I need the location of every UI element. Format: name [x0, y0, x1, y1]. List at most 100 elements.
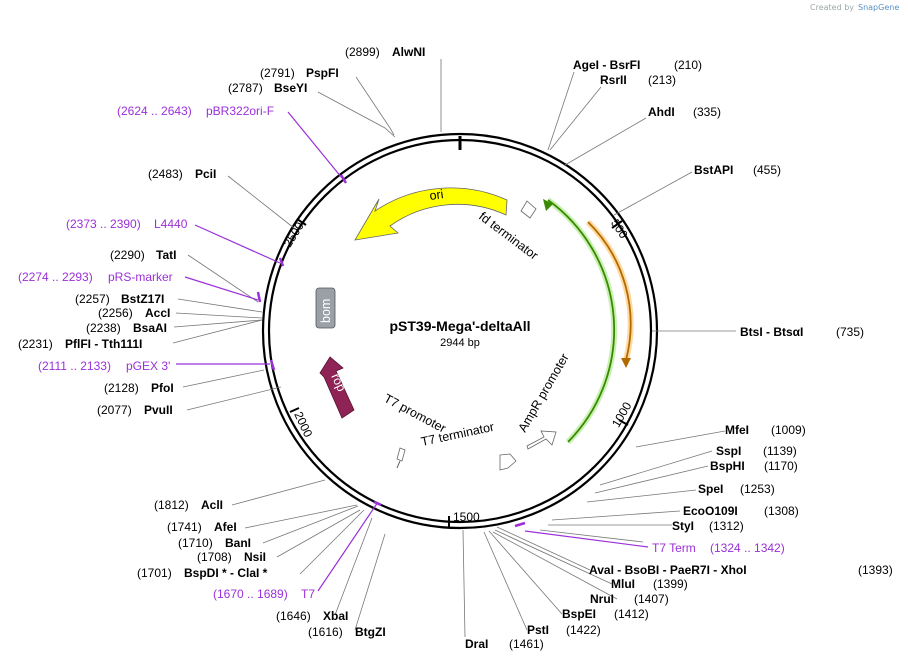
- orange-primer-arrowhead: [621, 358, 631, 368]
- site-sspi: SspI: [716, 444, 741, 458]
- site-styi: StyI: [672, 519, 694, 533]
- svg-text:(2899): (2899): [345, 45, 380, 59]
- site-bsphi: BspHI: [710, 459, 745, 473]
- site-eco0109i: EcoO109I: [683, 504, 738, 518]
- svg-text:(2373 .. 2390): (2373 .. 2390): [66, 217, 141, 231]
- svg-text:(1393): (1393): [858, 563, 893, 577]
- ori-label: ori: [429, 187, 445, 203]
- credit-text: Created by: [810, 3, 854, 12]
- plasmid-size: 2944 bp: [440, 337, 480, 349]
- scale-label-1500: 1500: [453, 510, 480, 524]
- t7-promoter-shape: [396, 447, 406, 462]
- site-bstapi: BstAPI: [694, 163, 733, 177]
- site-avai: AvaI - BsoBI - PaeR7I - XhoI: [589, 563, 747, 577]
- svg-text:(1324 .. 1342): (1324 .. 1342): [710, 541, 785, 555]
- site-pflfi: PflFI - Tth111I: [65, 337, 142, 351]
- svg-text:(1461): (1461): [509, 637, 544, 651]
- site-afei: AfeI: [214, 520, 237, 534]
- svg-text:(1312): (1312): [709, 519, 744, 533]
- site-pcii: PciI: [195, 167, 216, 181]
- svg-text:(335): (335): [693, 105, 721, 119]
- svg-text:(2791): (2791): [260, 66, 295, 80]
- ampr-promoter-label: AmpR promoter: [515, 351, 571, 434]
- site-pspfi: PspFI: [306, 66, 339, 80]
- svg-text:(1170): (1170): [764, 459, 798, 473]
- ori-feature-arrow: [354, 187, 508, 241]
- svg-text:(1399): (1399): [653, 577, 688, 591]
- svg-text:(1710): (1710): [178, 536, 213, 550]
- svg-text:(1646): (1646): [276, 609, 311, 623]
- svg-text:(2257): (2257): [75, 292, 110, 306]
- svg-text:(1009): (1009): [771, 423, 806, 437]
- site-rsrii: RsrII: [600, 73, 627, 87]
- svg-text:(210): (210): [674, 58, 702, 72]
- primer-t7: T7: [301, 587, 315, 601]
- site-btgzi: BtgZI: [355, 625, 386, 639]
- svg-text:2000: 2000: [291, 409, 315, 439]
- site-mfei: MfeI: [725, 423, 749, 437]
- svg-text:(2111 .. 2133): (2111 .. 2133): [38, 359, 111, 373]
- ampr-promoter-arrowhead: [543, 199, 553, 211]
- primer-marks: [256, 174, 526, 528]
- site-ahdi: AhdI: [648, 105, 675, 119]
- site-bseyi: BseYI: [274, 81, 307, 95]
- svg-text:(735): (735): [836, 325, 864, 339]
- svg-text:(1139): (1139): [763, 444, 797, 458]
- svg-text:(1308): (1308): [764, 504, 799, 518]
- site-spei: SpeI: [698, 482, 723, 496]
- site-pvuii: PvuII: [144, 403, 173, 417]
- svg-text:(2128): (2128): [104, 381, 139, 395]
- site-btsi: BtsI - BtsαI: [740, 325, 803, 339]
- svg-text:(1253): (1253): [740, 482, 775, 496]
- primer-pgex3: pGEX 3': [126, 359, 170, 373]
- orange-primer-arc: [587, 221, 632, 361]
- svg-text:(1812): (1812): [154, 498, 189, 512]
- site-bspdi: BspDI * - ClaI *: [184, 566, 268, 580]
- site-bspei: BspEI: [562, 607, 596, 621]
- bom-label: bom: [319, 299, 333, 323]
- scale-tick-1500: 1500: [448, 510, 480, 527]
- svg-text:(2256): (2256): [98, 306, 133, 320]
- site-bani: BanI: [225, 536, 251, 550]
- svg-text:(1407): (1407): [634, 592, 669, 606]
- site-drai: DraI: [465, 637, 488, 651]
- site-nsii: NsiI: [244, 550, 266, 564]
- svg-text:(2483): (2483): [148, 167, 183, 181]
- scale-tick-2500: 2500: [281, 218, 307, 250]
- site-mlui: MluI: [611, 577, 635, 591]
- leader-lines: [172, 59, 736, 638]
- primer-t7-term: T7 Term: [652, 541, 696, 555]
- primer-leader-lines: [176, 111, 649, 592]
- primer-pbr322ori-f: pBR322ori-F: [206, 104, 274, 118]
- site-nrui: NruI: [590, 592, 614, 606]
- site-acci: AccI: [145, 306, 170, 320]
- svg-text:(1741): (1741): [167, 520, 202, 534]
- svg-text:(2787): (2787): [228, 81, 263, 95]
- svg-text:(2274 .. 2293): (2274 .. 2293): [18, 270, 93, 284]
- site-agei: AgeI - BsrFI: [573, 58, 640, 72]
- svg-text:(2290): (2290): [110, 248, 145, 262]
- svg-text:(1708): (1708): [197, 550, 232, 564]
- site-alwni: AlwNI: [392, 45, 425, 59]
- svg-text:(2077): (2077): [97, 403, 132, 417]
- svg-text:(1616): (1616): [308, 625, 343, 639]
- svg-text:(455): (455): [753, 163, 781, 177]
- rop-label: rop: [328, 371, 348, 393]
- svg-text:(1412): (1412): [614, 607, 649, 621]
- snapgene-logo-text: SnapGene: [858, 3, 899, 12]
- svg-text:(1670 .. 1689): (1670 .. 1689): [213, 587, 288, 601]
- ampr-promoter-arc: [547, 199, 616, 443]
- site-bstz17i: BstZ17I: [121, 292, 164, 306]
- site-bsaai: BsaAI: [133, 321, 167, 335]
- bom-feature: [315, 287, 336, 329]
- plasmid-name: pST39-Mega'-deltaAll: [389, 318, 530, 334]
- primer-l4440: L4440: [154, 217, 188, 231]
- t7-promoter-label: T7 promoter: [382, 391, 449, 435]
- svg-text:(2231): (2231): [18, 337, 53, 351]
- primer-prs-marker: pRS-marker: [108, 270, 173, 284]
- site-pfoi: PfoI: [151, 381, 174, 395]
- fd-terminator-shape: [520, 200, 537, 219]
- rop-feature-arrow: [319, 356, 355, 419]
